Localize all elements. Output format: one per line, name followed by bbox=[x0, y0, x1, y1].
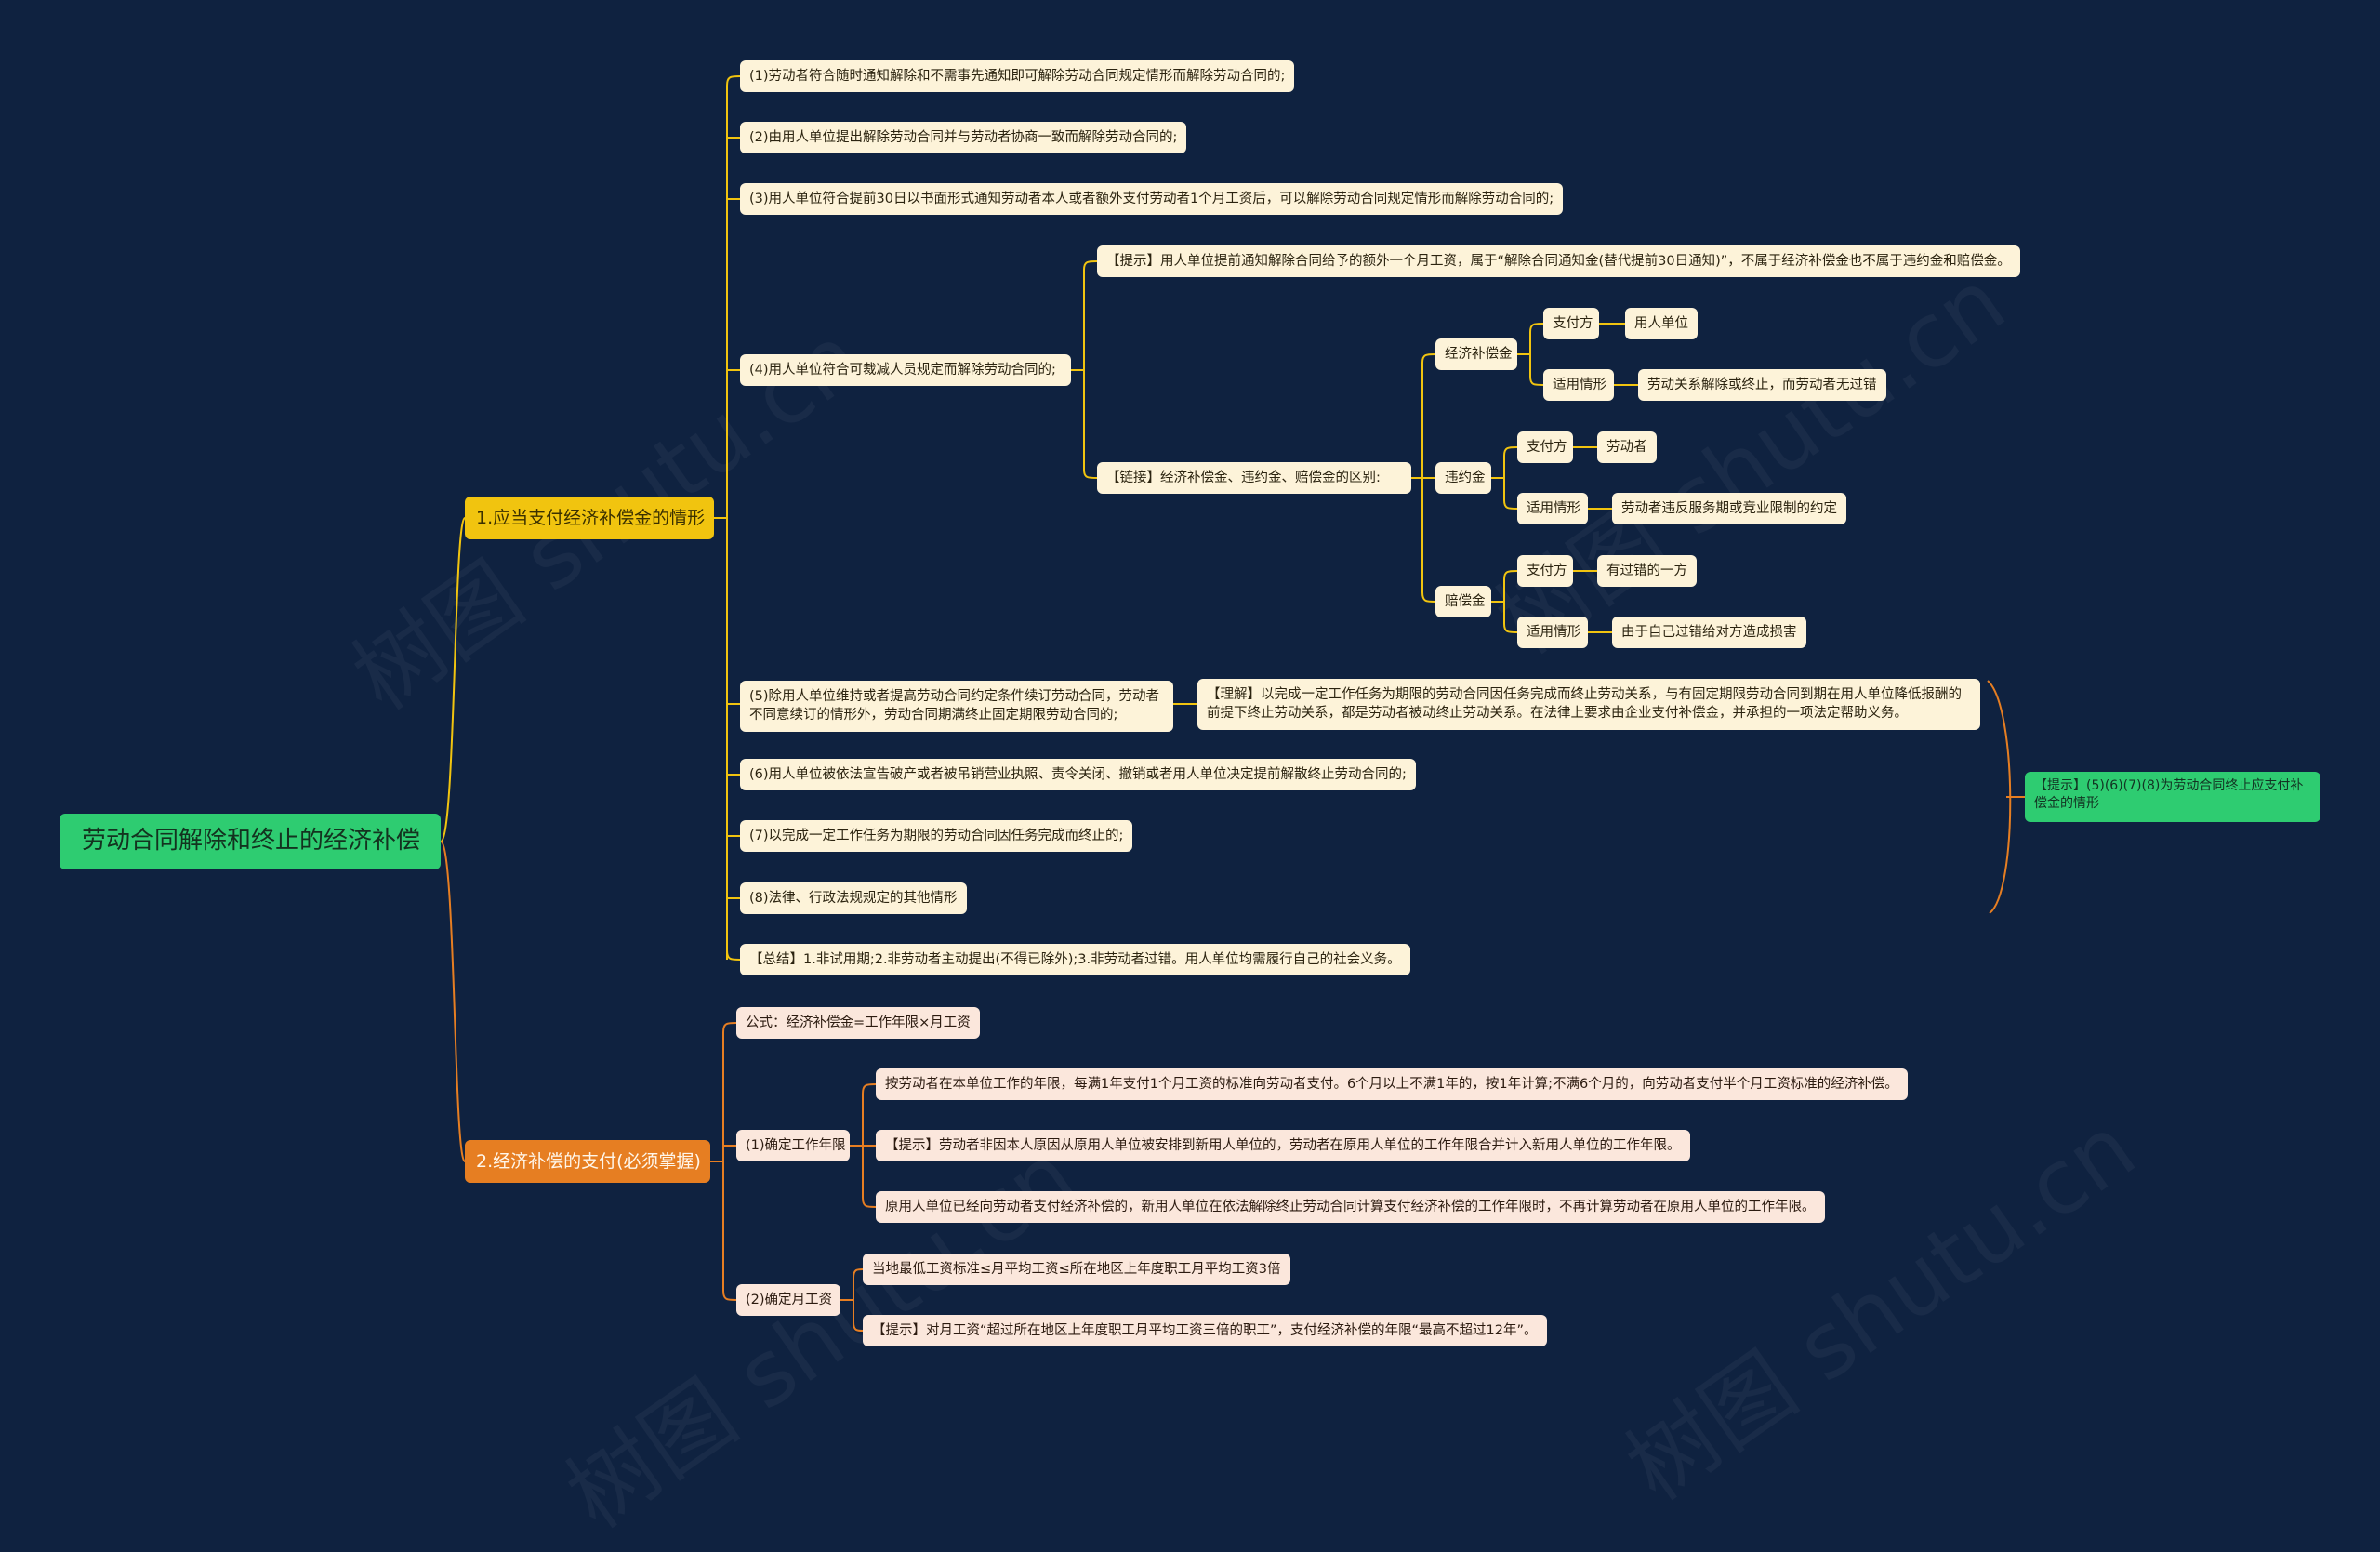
years-tip[interactable]: 【提示】劳动者非因本人原因从原用人单位被安排到新用人单位的，劳动者在原用人单位的… bbox=[876, 1130, 1690, 1161]
category-damages[interactable]: 赔偿金 bbox=[1435, 586, 1491, 617]
item-5[interactable]: (5)除用人单位维持或者提高劳动合同约定条件续订劳动合同，劳动者不同意续订的情形… bbox=[740, 681, 1173, 732]
side-bracket bbox=[1987, 680, 2012, 914]
branch-1-label: 1.应当支付经济补偿金的情形 bbox=[476, 507, 706, 528]
item-4-tip[interactable]: 【提示】用人单位提前通知解除合同给予的额外一个月工资，属于“解除合同通知金(替代… bbox=[1097, 245, 2020, 277]
damages-case-value-text: 由于自己过错给对方造成损害 bbox=[1621, 624, 1797, 640]
penalty-case-value-text: 劳动者违反服务期或竞业限制的约定 bbox=[1621, 500, 1837, 516]
summary-note-text: 【总结】1.非试用期;2.非劳动者主动提出(不得已除外);3.非劳动者过错。用人… bbox=[749, 951, 1401, 967]
formula-note[interactable]: 公式：经济补偿金=工作年限×月工资 bbox=[736, 1007, 980, 1039]
item-6-text: (6)用人单位被依法宣告破产或者被吊销营业执照、责令关闭、撤销或者用人单位决定提… bbox=[749, 766, 1407, 782]
item-6[interactable]: (6)用人单位被依法宣告破产或者被吊销营业执照、责令关闭、撤销或者用人单位决定提… bbox=[740, 759, 1416, 790]
item-4[interactable]: (4)用人单位符合可裁减人员规定而解除劳动合同的; bbox=[740, 354, 1071, 386]
compensation-case-value-text: 劳动关系解除或终止，而劳动者无过错 bbox=[1647, 377, 1877, 392]
link-root-b2 bbox=[440, 841, 466, 1162]
years-exception[interactable]: 原用人单位已经向劳动者支付经济补偿的，新用人单位在依法解除终止劳动合同计算支付经… bbox=[876, 1191, 1825, 1223]
damages-case-key[interactable]: 适用情形 bbox=[1517, 617, 1588, 648]
summary-note[interactable]: 【总结】1.非试用期;2.非劳动者主动提出(不得已除外);3.非劳动者过错。用人… bbox=[740, 944, 1410, 975]
branch-1-topic[interactable]: 1.应当支付经济补偿金的情形 bbox=[465, 497, 714, 539]
penalty-payer-value[interactable]: 劳动者 bbox=[1597, 431, 1657, 463]
compensation-case-key[interactable]: 适用情形 bbox=[1543, 369, 1614, 401]
wage-tip[interactable]: 【提示】对月工资“超过所在地区上年度职工月平均工资三倍的职工”，支付经济补偿的年… bbox=[863, 1315, 1547, 1346]
determine-wage-label: (2)确定月工资 bbox=[746, 1292, 833, 1307]
item-4-text: (4)用人单位符合可裁减人员规定而解除劳动合同的; bbox=[749, 362, 1056, 378]
compensation-payer-key-text: 支付方 bbox=[1553, 315, 1593, 331]
root-topic-label: 劳动合同解除和终止的经济补偿 bbox=[82, 827, 421, 856]
compensation-case-key-text: 适用情形 bbox=[1553, 377, 1606, 392]
formula-text: 公式：经济补偿金=工作年限×月工资 bbox=[746, 1015, 971, 1030]
side-tip-text: 【提示】(5)(6)(7)(8)为劳动合同终止应支付补偿金的情形 bbox=[2034, 778, 2304, 811]
determine-wage[interactable]: (2)确定月工资 bbox=[736, 1284, 840, 1316]
link-i4-children bbox=[1071, 260, 1098, 479]
mindmap-canvas: 树图 shutu.cn 树图 shutu.cn 树图 shutu.cn 树图 s… bbox=[60, 60, 2320, 1548]
wage-tip-text: 【提示】对月工资“超过所在地区上年度职工月平均工资三倍的职工”，支付经济补偿的年… bbox=[872, 1322, 1538, 1338]
determine-years-label: (1)确定工作年限 bbox=[746, 1137, 846, 1153]
item-2[interactable]: (2)由用人单位提出解除劳动合同并与劳动者协商一致而解除劳动合同的; bbox=[740, 122, 1187, 153]
link-b2-items bbox=[710, 1022, 877, 1332]
category-compensation[interactable]: 经济补偿金 bbox=[1435, 338, 1517, 370]
item-3[interactable]: (3)用人单位符合提前30日以书面形式通知劳动者本人或者额外支付劳动者1个月工资… bbox=[740, 183, 1564, 215]
link-b1-items bbox=[726, 75, 741, 961]
item-4-link-text: 【链接】经济补偿金、违约金、赔偿金的区别: bbox=[1106, 470, 1381, 485]
penalty-payer-value-text: 劳动者 bbox=[1606, 439, 1647, 455]
side-tip-note[interactable]: 【提示】(5)(6)(7)(8)为劳动合同终止应支付补偿金的情形 bbox=[2025, 772, 2320, 822]
branch-2-topic[interactable]: 2.经济补偿的支付(必须掌握) bbox=[465, 1140, 710, 1183]
item-1-text: (1)劳动者符合随时通知解除和不需事先通知即可解除劳动合同规定情形而解除劳动合同… bbox=[749, 68, 1286, 84]
link-categories bbox=[1411, 353, 1436, 603]
years-tip-text: 【提示】劳动者非因本人原因从原用人单位被安排到新用人单位的，劳动者在原用人单位的… bbox=[885, 1137, 1681, 1153]
connector-lines bbox=[440, 75, 2025, 1332]
item-5-note-text: 【理解】以完成一定工作任务为期限的劳动合同因任务完成而终止劳动关系，与有固定期限… bbox=[1207, 687, 1962, 722]
damages-payer-value-text: 有过错的一方 bbox=[1606, 563, 1687, 578]
compensation-payer-value-text: 用人单位 bbox=[1634, 315, 1688, 331]
wage-range-text: 当地最低工资标准≤月平均工资≤所在地区上年度职工月平均工资3倍 bbox=[872, 1261, 1281, 1277]
damages-case-key-text: 适用情形 bbox=[1527, 624, 1580, 640]
item-5-note[interactable]: 【理解】以完成一定工作任务为期限的劳动合同因任务完成而终止劳动关系，与有固定期限… bbox=[1197, 679, 1980, 730]
category-penalty[interactable]: 违约金 bbox=[1435, 462, 1491, 494]
damages-payer-key-text: 支付方 bbox=[1527, 563, 1567, 578]
link-root-b1 bbox=[440, 517, 466, 842]
penalty-payer-key[interactable]: 支付方 bbox=[1517, 431, 1573, 463]
item-7[interactable]: (7)以完成一定工作任务为期限的劳动合同因任务完成而终止的; bbox=[740, 820, 1133, 852]
item-5-text: (5)除用人单位维持或者提高劳动合同约定条件续订劳动合同，劳动者不同意续订的情形… bbox=[749, 689, 1160, 723]
penalty-case-key[interactable]: 适用情形 bbox=[1517, 493, 1588, 524]
category-damages-label: 赔偿金 bbox=[1445, 593, 1486, 609]
item-8[interactable]: (8)法律、行政法规规定的其他情形 bbox=[740, 882, 967, 914]
item-4-tip-text: 【提示】用人单位提前通知解除合同给予的额外一个月工资，属于“解除合同通知金(替代… bbox=[1106, 253, 2011, 269]
item-1[interactable]: (1)劳动者符合随时通知解除和不需事先通知即可解除劳动合同规定情形而解除劳动合同… bbox=[740, 60, 1295, 92]
branch-2-label: 2.经济补偿的支付(必须掌握) bbox=[476, 1150, 701, 1172]
determine-years[interactable]: (1)确定工作年限 bbox=[736, 1130, 850, 1161]
penalty-payer-key-text: 支付方 bbox=[1527, 439, 1567, 455]
item-8-text: (8)法律、行政法规规定的其他情形 bbox=[749, 890, 958, 906]
item-4-link[interactable]: 【链接】经济补偿金、违约金、赔偿金的区别: bbox=[1097, 462, 1411, 494]
item-3-text: (3)用人单位符合提前30日以书面形式通知劳动者本人或者额外支付劳动者1个月工资… bbox=[749, 191, 1554, 206]
wage-range[interactable]: 当地最低工资标准≤月平均工资≤所在地区上年度职工月平均工资3倍 bbox=[863, 1254, 1290, 1285]
root-topic[interactable]: 劳动合同解除和终止的经济补偿 bbox=[60, 814, 441, 869]
category-compensation-label: 经济补偿金 bbox=[1445, 346, 1513, 362]
years-exception-text: 原用人单位已经向劳动者支付经济补偿的，新用人单位在依法解除终止劳动合同计算支付经… bbox=[885, 1199, 1816, 1214]
compensation-case-value[interactable]: 劳动关系解除或终止，而劳动者无过错 bbox=[1638, 369, 1886, 401]
damages-payer-value[interactable]: 有过错的一方 bbox=[1597, 555, 1697, 587]
compensation-payer-value[interactable]: 用人单位 bbox=[1625, 308, 1698, 339]
years-rule-text: 按劳动者在本单位工作的年限，每满1年支付1个月工资的标准向劳动者支付。6个月以上… bbox=[885, 1076, 1898, 1092]
damages-payer-key[interactable]: 支付方 bbox=[1517, 555, 1573, 587]
category-penalty-label: 违约金 bbox=[1445, 470, 1486, 485]
item-7-text: (7)以完成一定工作任务为期限的劳动合同因任务完成而终止的; bbox=[749, 828, 1124, 843]
damages-case-value[interactable]: 由于自己过错给对方造成损害 bbox=[1612, 617, 1806, 648]
compensation-payer-key[interactable]: 支付方 bbox=[1543, 308, 1599, 339]
item-2-text: (2)由用人单位提出解除劳动合同并与劳动者协商一致而解除劳动合同的; bbox=[749, 129, 1178, 145]
years-rule[interactable]: 按劳动者在本单位工作的年限，每满1年支付1个月工资的标准向劳动者支付。6个月以上… bbox=[876, 1068, 1908, 1100]
penalty-case-value[interactable]: 劳动者违反服务期或竞业限制的约定 bbox=[1612, 493, 1846, 524]
penalty-case-key-text: 适用情形 bbox=[1527, 500, 1580, 516]
